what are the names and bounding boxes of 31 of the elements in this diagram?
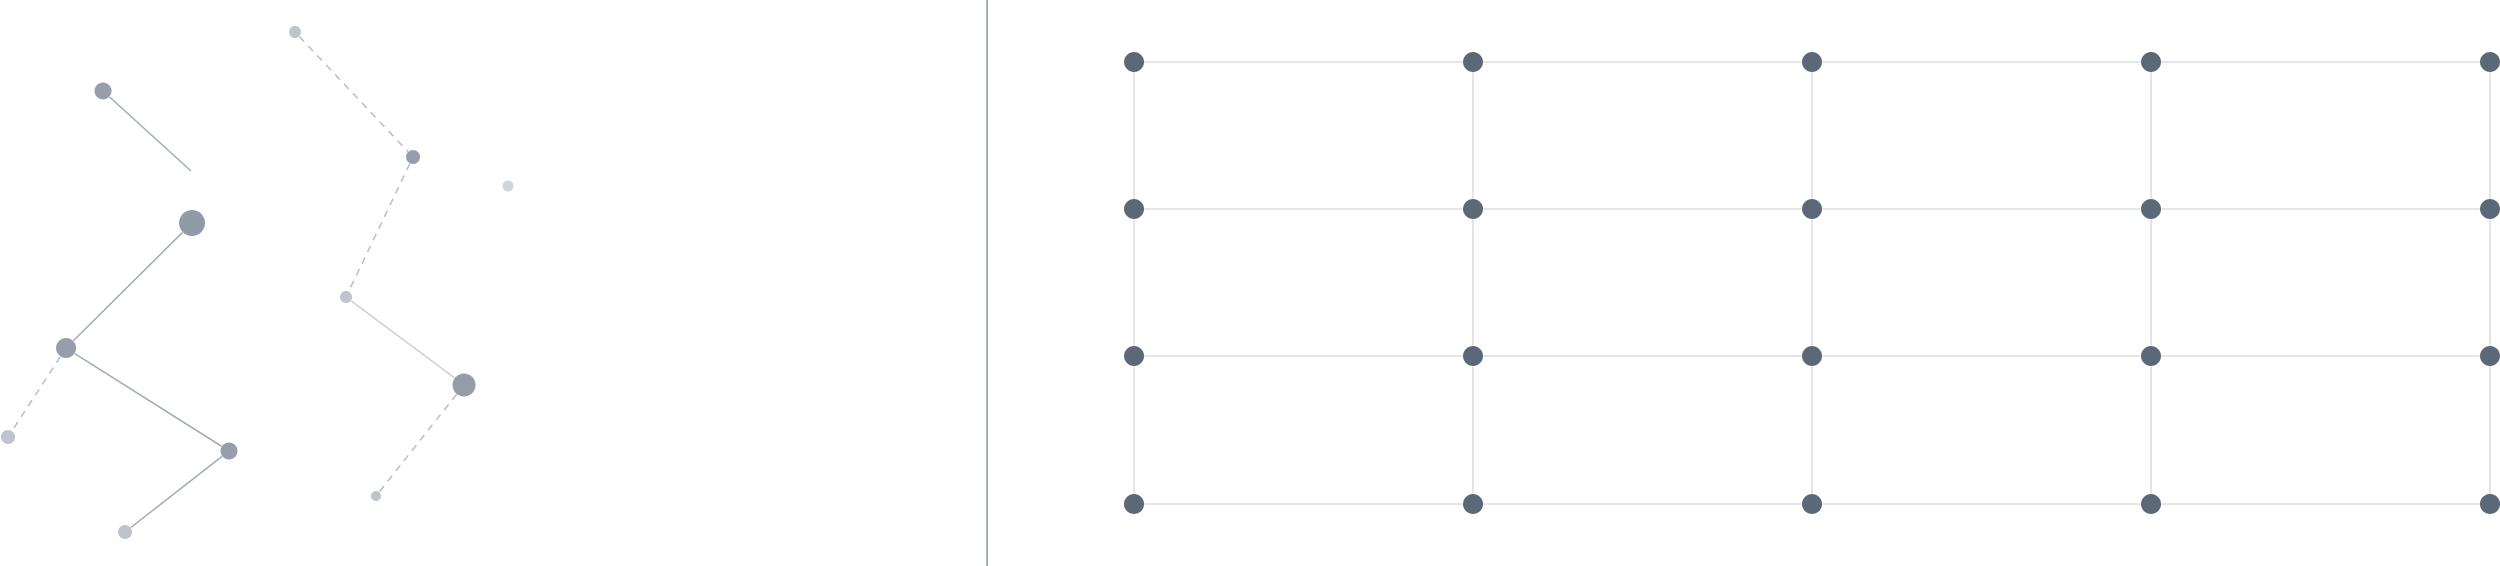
connector-line xyxy=(74,352,223,447)
node-dot xyxy=(1802,494,1822,514)
node-dot xyxy=(1463,346,1483,366)
node-dot xyxy=(179,210,206,236)
node-dot xyxy=(56,338,77,358)
node-dot xyxy=(1124,199,1144,219)
node-dot xyxy=(1463,52,1483,72)
dashed-line xyxy=(298,35,409,153)
connector-line xyxy=(72,231,184,342)
node-dot xyxy=(1463,494,1483,514)
node-dot xyxy=(1124,494,1144,514)
connector-line xyxy=(350,300,456,379)
node-dot xyxy=(1802,346,1822,366)
node-dot xyxy=(2141,52,2161,72)
node-dot xyxy=(94,82,112,100)
node-dot xyxy=(1,430,16,444)
node-dot xyxy=(2141,346,2161,366)
dashed-line xyxy=(378,393,458,493)
node-dot xyxy=(406,150,421,164)
node-dot xyxy=(2141,199,2161,219)
node-dot xyxy=(1802,52,1822,72)
node-dot xyxy=(220,442,238,460)
node-dot xyxy=(1802,199,1822,219)
node-dot xyxy=(2141,494,2161,514)
node-dot xyxy=(118,525,133,539)
node-dot xyxy=(1124,346,1144,366)
node-dot xyxy=(1463,199,1483,219)
node-dot xyxy=(1124,52,1144,72)
connector-line xyxy=(108,96,192,172)
node-dot xyxy=(452,373,476,397)
connector-line xyxy=(130,455,223,529)
